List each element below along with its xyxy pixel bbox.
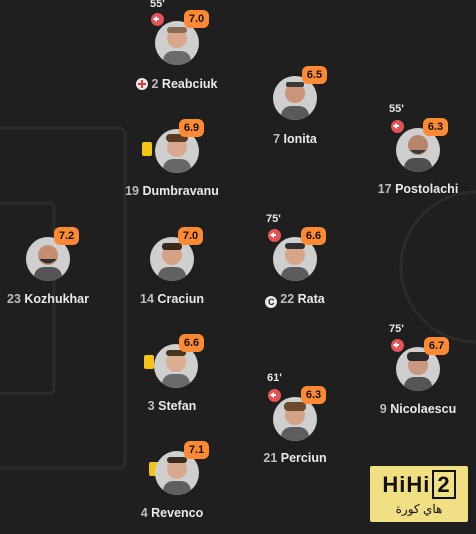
yellow-card-icon	[144, 355, 154, 369]
sub-minute: 75'	[266, 213, 281, 225]
player-rating: 6.3	[423, 118, 448, 136]
sub-minute: 75'	[389, 323, 404, 335]
player-rating: 6.3	[301, 386, 326, 404]
sub-out-icon	[267, 228, 282, 243]
player-photo	[155, 451, 199, 495]
player-kozhukhar[interactable]: 7.2 23 Kozhukhar	[0, 227, 108, 312]
sub-out-icon	[390, 119, 405, 134]
player-postolachi[interactable]: 55' 6.3 17 Postolachi	[358, 101, 476, 201]
sub-minute: 55'	[150, 0, 165, 10]
player-photo	[155, 21, 199, 65]
sub-out-icon	[390, 338, 405, 353]
player-photo	[273, 397, 317, 441]
player-rating: 6.9	[179, 119, 204, 137]
player-rating: 7.2	[54, 227, 79, 245]
player-perciun[interactable]: 61' 6.3 21 Perciun	[235, 370, 355, 470]
logo-tagline: هاي كورة	[395, 502, 443, 516]
sub-out-icon	[267, 388, 282, 403]
player-stefan[interactable]: 6.6 3 Stefan	[112, 334, 232, 419]
player-name-label: 19 Dumbravanu	[125, 184, 219, 198]
player-rating: 6.6	[179, 334, 204, 352]
player-name-label: 3 Stefan	[147, 399, 197, 413]
sub-minute: 61'	[267, 372, 282, 384]
yellow-card-icon	[142, 142, 152, 156]
player-name-label: 21 Perciun	[263, 451, 327, 465]
player-reabciuk[interactable]: 55' 7.0 2 Reabciuk	[117, 0, 237, 95]
sub-out-icon	[150, 12, 165, 27]
player-ionita[interactable]: 6.5 7 Ionita	[235, 66, 355, 151]
player-name-label: 9 Nicolaescu	[379, 402, 457, 416]
player-nicolaescu[interactable]: 75' 6.7 9 Nicolaescu	[358, 318, 476, 420]
player-name-label: 4 Revenco	[140, 506, 204, 520]
player-name-label: 23 Kozhukhar	[7, 292, 89, 306]
player-dumbravanu[interactable]: 6.9 19 Dumbravanu	[112, 119, 232, 204]
player-name-label: 2 Reabciuk	[117, 77, 237, 91]
player-rating: 6.6	[301, 227, 326, 245]
player-name-label: 14 Craciun	[140, 292, 204, 306]
medical-icon	[136, 78, 149, 90]
player-name-label: 17 Postolachi	[377, 182, 459, 196]
captain-icon: C	[265, 296, 278, 308]
player-craciun[interactable]: 7.0 14 Craciun	[112, 227, 232, 312]
yellow-card-icon	[149, 462, 159, 476]
player-revenco[interactable]: 7.1 4 Revenco	[112, 440, 232, 525]
sub-minute: 55'	[389, 103, 404, 115]
player-name-label: 7 Ionita	[273, 132, 317, 146]
player-rating: 6.5	[302, 66, 327, 84]
player-rating: 7.1	[184, 441, 209, 459]
player-rating: 6.7	[424, 337, 449, 355]
player-rating: 7.0	[184, 10, 209, 28]
player-rating: 7.0	[178, 227, 203, 245]
